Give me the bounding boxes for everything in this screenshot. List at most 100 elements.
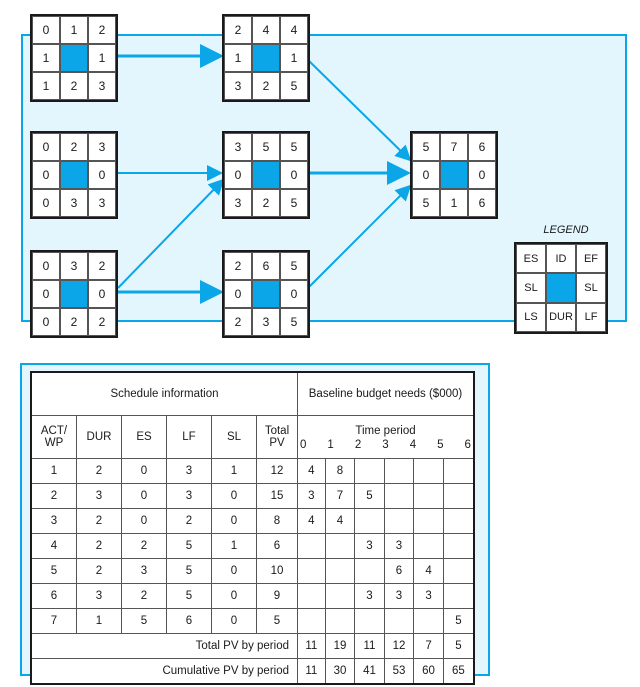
node-5-ef: 5 xyxy=(280,133,308,161)
cell-period-1: 3 xyxy=(297,483,326,509)
time-tick: 5 xyxy=(437,439,444,451)
cell-period-2 xyxy=(324,608,356,634)
node-3-dur: 2 xyxy=(60,308,88,336)
cell-period-6 xyxy=(442,533,475,559)
cumulative-pv-p3: 41 xyxy=(354,658,385,685)
total-pv-p6: 5 xyxy=(442,633,475,659)
cell-sl: 0 xyxy=(211,483,257,509)
cell-pv: 8 xyxy=(256,508,298,534)
col-es: ES xyxy=(121,415,167,459)
node-6-ls: 2 xyxy=(224,308,252,336)
total-pv-p3: 11 xyxy=(354,633,385,659)
cell-period-1: 4 xyxy=(297,508,326,534)
node-4-sl-right: 1 xyxy=(280,44,308,72)
time-tick: 0 xyxy=(300,439,307,451)
legend-id: ID xyxy=(546,244,576,274)
cell-act: 7 xyxy=(30,608,77,634)
node-4-ls: 3 xyxy=(224,72,252,100)
cell-period-2 xyxy=(324,558,356,584)
node-3-sl-right: 0 xyxy=(88,280,116,308)
cell-period-1 xyxy=(297,608,326,634)
legend-dur: DUR xyxy=(546,302,576,332)
cell-lf: 5 xyxy=(166,558,212,584)
cell-pv: 6 xyxy=(256,533,298,559)
node-6-ef: 5 xyxy=(280,252,308,280)
cell-sl: 0 xyxy=(211,558,257,584)
node-4-center xyxy=(252,44,280,72)
node-4-sl-left: 1 xyxy=(224,44,252,72)
node-1-lf: 3 xyxy=(88,72,116,100)
legend-lf: LF xyxy=(576,302,606,332)
node-7-ef: 6 xyxy=(468,133,496,161)
cell-period-2: 7 xyxy=(324,483,356,509)
node-4-dur: 2 xyxy=(252,72,280,100)
legend-sl-right: SL xyxy=(576,273,606,303)
cell-period-4: 3 xyxy=(383,583,415,609)
legend-node: ES ID EF SL SL LS DUR LF xyxy=(514,242,608,334)
node-2-id: 2 xyxy=(60,133,88,161)
node-6-es: 2 xyxy=(224,252,252,280)
cumulative-pv-p1: 11 xyxy=(297,658,326,685)
cell-dur: 2 xyxy=(76,558,122,584)
node-5-es: 3 xyxy=(224,133,252,161)
cell-sl: 1 xyxy=(211,533,257,559)
cell-period-6 xyxy=(442,483,475,509)
cell-sl: 0 xyxy=(211,583,257,609)
total-pv-p2: 19 xyxy=(324,633,356,659)
cell-lf: 3 xyxy=(166,458,212,484)
node-3-center xyxy=(60,280,88,308)
cell-period-5 xyxy=(413,608,444,634)
cell-pv: 10 xyxy=(256,558,298,584)
node-6-sl-left: 0 xyxy=(224,280,252,308)
total-pv-p4: 12 xyxy=(383,633,415,659)
cell-act: 2 xyxy=(30,483,77,509)
node-1-id: 1 xyxy=(60,16,88,44)
cell-pv: 9 xyxy=(256,583,298,609)
cell-period-3 xyxy=(354,558,385,584)
cell-period-4: 3 xyxy=(383,533,415,559)
node-2-ef: 3 xyxy=(88,133,116,161)
arrow-4-7 xyxy=(305,57,412,162)
cell-period-1 xyxy=(297,558,326,584)
cell-period-5 xyxy=(413,483,444,509)
node-7-sl-right: 0 xyxy=(468,161,496,189)
cell-lf: 5 xyxy=(166,583,212,609)
node-3-es: 0 xyxy=(32,252,60,280)
node-5-lf: 5 xyxy=(280,189,308,217)
node-5-sl-right: 0 xyxy=(280,161,308,189)
node-3-ls: 0 xyxy=(32,308,60,336)
col-act: ACT/ WP xyxy=(30,415,77,459)
col-total-pv: Total PV xyxy=(256,415,298,459)
node-5-sl-left: 0 xyxy=(224,161,252,189)
node-6-sl-right: 0 xyxy=(280,280,308,308)
cell-pv: 12 xyxy=(256,458,298,484)
node-2-es: 0 xyxy=(32,133,60,161)
node-7-lf: 6 xyxy=(468,189,496,217)
arrow-3-5 xyxy=(117,178,225,289)
node-4-ef: 4 xyxy=(280,16,308,44)
node-6-center xyxy=(252,280,280,308)
cell-period-1 xyxy=(297,583,326,609)
legend-ef: EF xyxy=(576,244,606,274)
legend-center xyxy=(546,273,576,303)
node-1-dur: 2 xyxy=(60,72,88,100)
cell-period-6 xyxy=(442,583,475,609)
legend-ls: LS xyxy=(516,302,546,332)
cell-dur: 2 xyxy=(76,533,122,559)
cell-act: 1 xyxy=(30,458,77,484)
cell-period-6: 5 xyxy=(442,608,475,634)
arrow-6-7 xyxy=(305,184,412,291)
node-1-sl-right: 1 xyxy=(88,44,116,72)
node-6-lf: 5 xyxy=(280,308,308,336)
cell-lf: 6 xyxy=(166,608,212,634)
cell-period-1 xyxy=(297,533,326,559)
